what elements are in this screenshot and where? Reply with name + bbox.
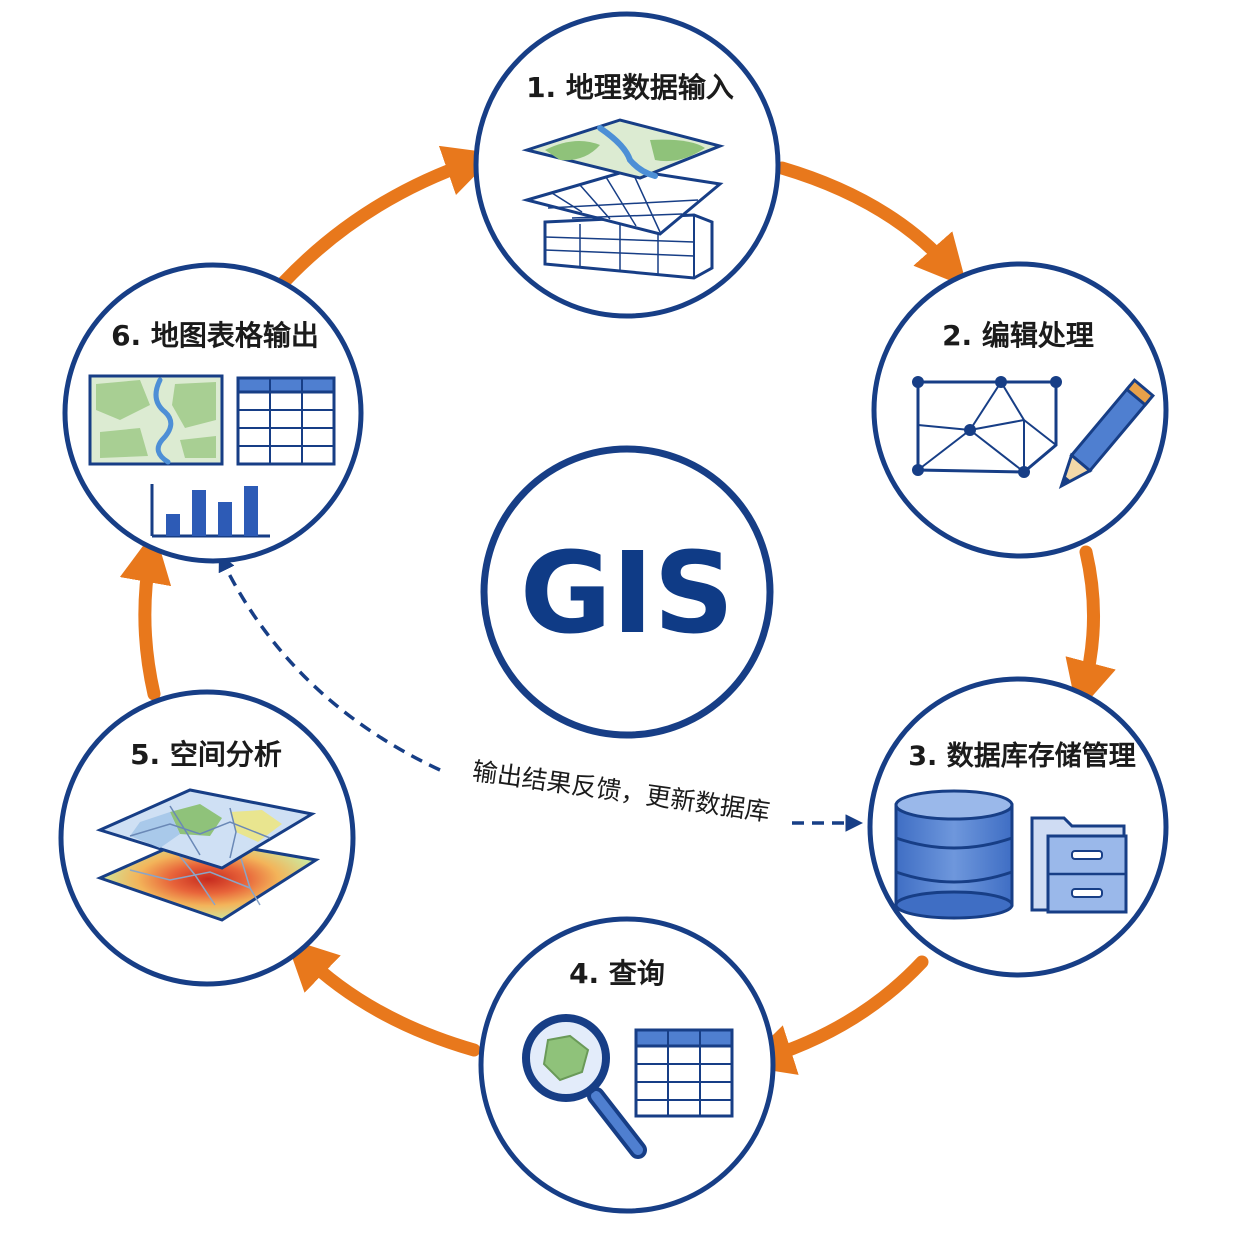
step-query: 4. 查询 [478, 916, 776, 1214]
step-analysis-label: 5. 空间分析 [130, 738, 282, 771]
step-analysis: 5. 空间分析 [58, 689, 356, 987]
center-title: GIS [520, 529, 734, 659]
step-query-circle [478, 916, 776, 1214]
magnifier-table-icon [522, 1014, 734, 1159]
cycle-arrows [119, 145, 1116, 1075]
step-edit: 2. 编辑处理 [871, 261, 1169, 559]
arrow-query-to-analysis [285, 937, 481, 1057]
network-edit-pencil-icon [912, 376, 1156, 490]
step-input-label: 1. 地理数据输入 [526, 71, 734, 104]
layered-map-data-icon [521, 118, 725, 280]
step-output-label: 6. 地图表格输出 [111, 319, 319, 352]
arrow-input-to-edit [775, 161, 968, 288]
heatmap-layers-icon [95, 788, 321, 922]
step-output: 6. 地图表格输出 [62, 262, 364, 564]
step-edit-label: 2. 编辑处理 [942, 319, 1094, 352]
center-node: GIS [480, 445, 774, 739]
step-query-label: 4. 查询 [569, 957, 665, 990]
center-circle [480, 445, 774, 739]
map-table-chart-icon [88, 374, 336, 538]
arrow-analysis-to-output [119, 530, 172, 701]
feedback-dashed-curve [218, 553, 441, 772]
arrow-edit-to-storage [1065, 545, 1116, 714]
step-input: 1. 地理数据输入 [473, 11, 781, 319]
database-cabinet-icon [894, 789, 1128, 920]
step-storage-label: 3. 数据库存储管理 [908, 741, 1135, 772]
feedback-label: 输出结果反馈，更新数据库 [471, 756, 772, 826]
arrow-output-to-input [277, 145, 497, 289]
arrow-storage-to-query [741, 955, 929, 1075]
step-storage: 3. 数据库存储管理 [867, 676, 1169, 978]
